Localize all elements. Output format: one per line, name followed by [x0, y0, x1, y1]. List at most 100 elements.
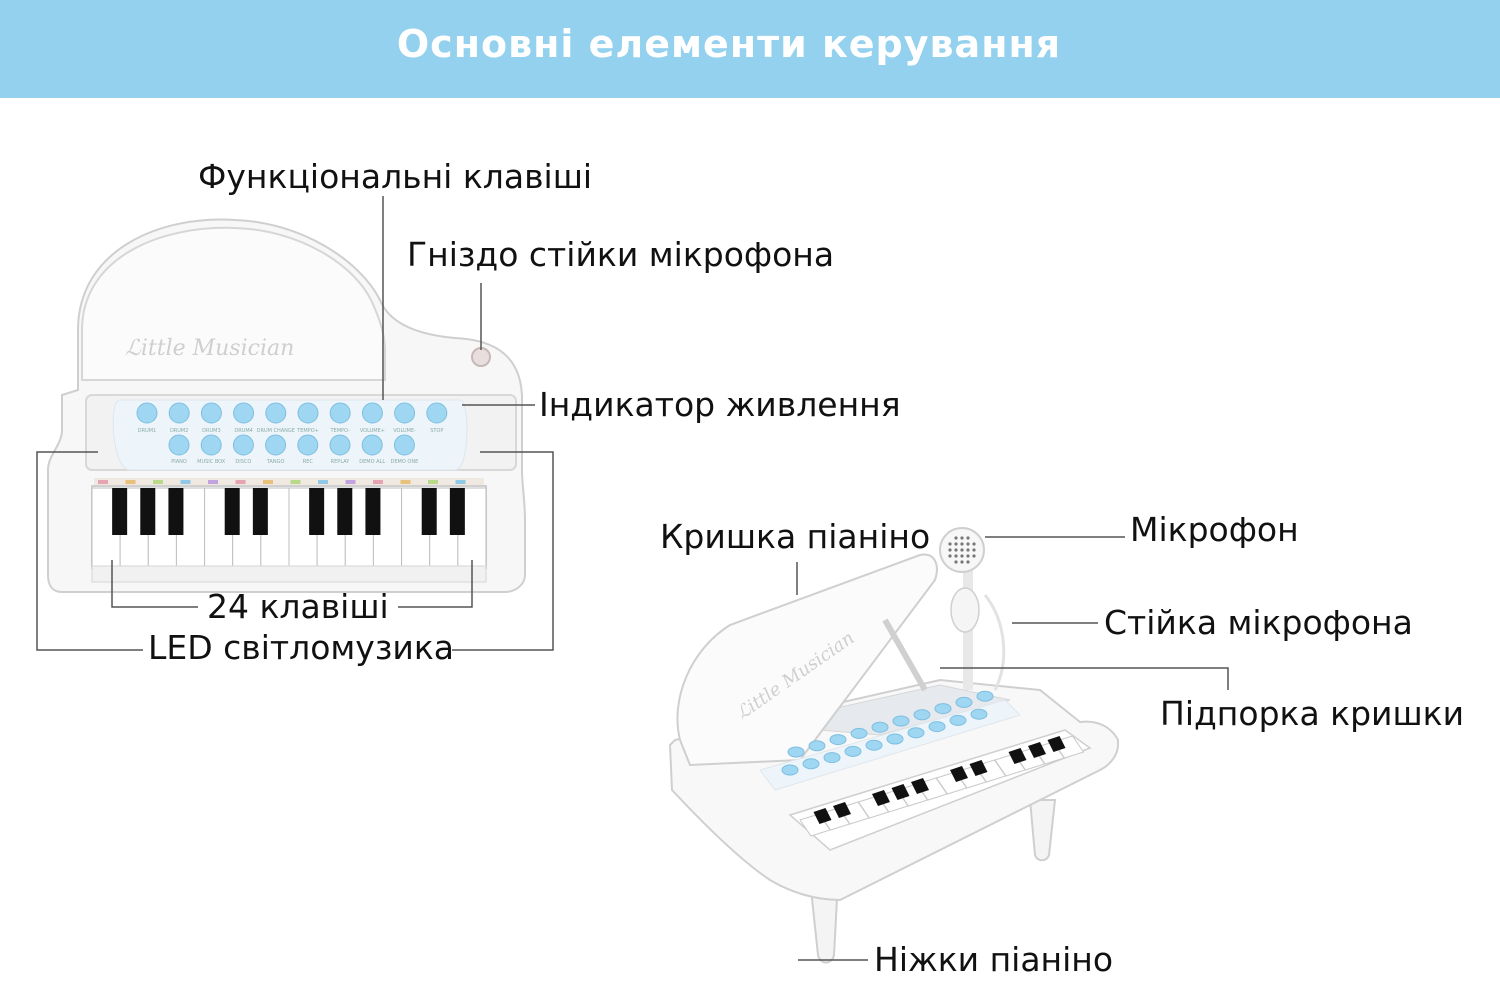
black-key[interactable]: [1047, 736, 1066, 752]
function-key[interactable]: [265, 402, 287, 424]
mic-hole: [972, 542, 976, 546]
black-key[interactable]: [112, 488, 128, 535]
function-key-label: TANGO: [266, 459, 285, 465]
function-key[interactable]: [297, 402, 319, 424]
function-key[interactable]: [802, 758, 820, 770]
function-key[interactable]: [913, 709, 931, 721]
function-key[interactable]: [949, 714, 967, 726]
function-key[interactable]: [329, 434, 351, 456]
led-light: [208, 480, 218, 484]
mic-hole: [954, 548, 958, 552]
black-key[interactable]: [337, 488, 353, 535]
mic-hole: [966, 560, 970, 564]
function-key-label: DRUM1: [138, 428, 156, 434]
function-key[interactable]: [168, 434, 190, 456]
mic-hole: [960, 560, 964, 564]
function-key[interactable]: [844, 745, 862, 757]
led-light: [290, 480, 301, 484]
function-key[interactable]: [426, 402, 448, 424]
piano-lid[interactable]: [676, 553, 938, 767]
black-key[interactable]: [891, 784, 910, 800]
black-key[interactable]: [449, 488, 465, 535]
function-key[interactable]: [865, 739, 883, 751]
function-key[interactable]: [200, 402, 222, 424]
mic-hole: [960, 554, 964, 558]
black-key[interactable]: [813, 808, 832, 824]
black-key[interactable]: [911, 778, 929, 794]
black-key[interactable]: [421, 488, 437, 535]
black-key[interactable]: [950, 766, 968, 782]
function-key[interactable]: [823, 752, 841, 764]
mic-hole: [966, 536, 970, 540]
function-key[interactable]: [955, 696, 973, 708]
label-mic-stand-socket: Гніздо стійки мікрофона: [407, 235, 835, 274]
function-key[interactable]: [232, 434, 254, 456]
function-key-label: DRUM CHANGE: [257, 428, 295, 434]
function-key[interactable]: [297, 434, 319, 456]
function-key[interactable]: [892, 715, 910, 727]
black-key[interactable]: [365, 488, 381, 535]
function-key-label: REC: [303, 459, 314, 465]
black-key[interactable]: [140, 488, 156, 535]
function-key[interactable]: [329, 402, 351, 424]
page-title: Основні елементи керування: [396, 22, 1062, 66]
led-light: [125, 480, 136, 484]
function-key[interactable]: [907, 727, 925, 739]
function-key[interactable]: [808, 740, 826, 752]
function-key[interactable]: [393, 434, 415, 456]
function-key-label: DRUM3: [202, 428, 220, 434]
microphone-grille: [948, 536, 976, 564]
mic-hole: [972, 554, 976, 558]
black-key[interactable]: [872, 790, 890, 806]
led-light: [373, 480, 383, 484]
lid-prop: [882, 618, 928, 692]
function-key[interactable]: [928, 721, 946, 733]
mic-hole: [966, 554, 970, 558]
black-key[interactable]: [168, 488, 184, 535]
label-mic-stand: Стійка мікрофона: [1104, 603, 1413, 642]
mic-hole: [954, 536, 958, 540]
black-key[interactable]: [969, 760, 988, 776]
label-piano-legs: Ніжки піаніно: [874, 940, 1114, 979]
function-key[interactable]: [976, 690, 994, 702]
function-key-label: PIANO: [171, 459, 187, 465]
black-key[interactable]: [252, 488, 268, 535]
function-key[interactable]: [781, 764, 799, 776]
black-key[interactable]: [224, 488, 240, 535]
function-key[interactable]: [850, 727, 868, 739]
function-key[interactable]: [265, 434, 287, 456]
function-key[interactable]: [168, 402, 190, 424]
keyboard-side: [799, 735, 1085, 837]
function-key[interactable]: [787, 746, 805, 758]
black-key[interactable]: [309, 488, 325, 535]
function-key[interactable]: [829, 734, 847, 746]
black-key[interactable]: [833, 802, 851, 818]
function-key[interactable]: [934, 703, 952, 715]
led-light: [400, 480, 411, 484]
mic-hole: [966, 542, 970, 546]
function-key[interactable]: [200, 434, 222, 456]
function-key-label: TEMPO-: [329, 428, 350, 434]
function-key-label: REPLAY: [331, 459, 351, 465]
function-key[interactable]: [361, 434, 383, 456]
label-led-light-music: LED світломузика: [148, 628, 454, 667]
black-key[interactable]: [1008, 748, 1027, 764]
led-strip: [98, 480, 466, 484]
function-key[interactable]: [886, 733, 904, 745]
function-key-label: DEMO ALL: [359, 459, 385, 465]
mic-hole: [972, 548, 976, 552]
black-key[interactable]: [1028, 742, 1046, 758]
function-key[interactable]: [394, 402, 416, 424]
function-key[interactable]: [136, 402, 158, 424]
led-light: [345, 480, 356, 484]
label-function-keys: Функціональні клавіші: [198, 157, 593, 196]
function-key[interactable]: [361, 402, 383, 424]
brand-logo-top: ℒittle Musician: [125, 336, 294, 361]
function-key[interactable]: [970, 708, 988, 720]
header-banner: Основні елементи керування: [0, 0, 1500, 98]
function-key[interactable]: [871, 721, 889, 733]
mic-hole: [960, 548, 964, 552]
function-key[interactable]: [233, 402, 255, 424]
